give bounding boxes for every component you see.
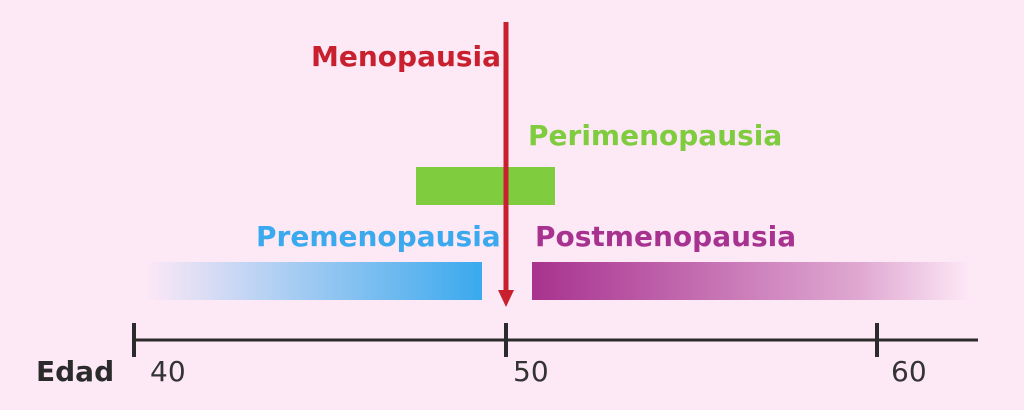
postmenopausia-label: Postmenopausia: [535, 220, 797, 253]
premenopausia-bar: [145, 262, 482, 300]
menopausia-arrow-head: [498, 290, 514, 307]
axis-title: Edad: [36, 355, 115, 388]
menopausia-label: Menopausia: [311, 40, 502, 73]
tick-label-60: 60: [891, 355, 927, 388]
premenopausia-label: Premenopausia: [256, 220, 501, 253]
perimenopausia-bar: [416, 167, 555, 205]
perimenopausia-label: Perimenopausia: [528, 119, 783, 152]
tick-label-50: 50: [513, 355, 549, 388]
postmenopausia-bar: [532, 262, 970, 300]
tick-label-40: 40: [150, 355, 186, 388]
